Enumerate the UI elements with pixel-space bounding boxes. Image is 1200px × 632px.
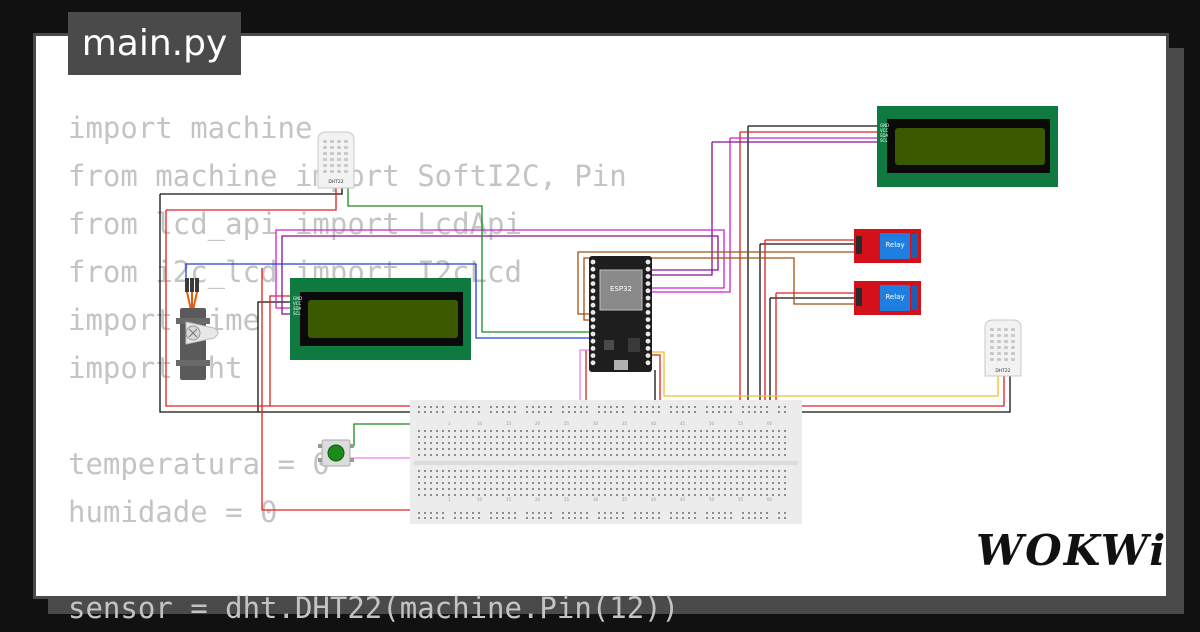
breadboard-col-label: 15 xyxy=(506,497,512,502)
breadboard-col-label: 25 xyxy=(564,497,570,502)
file-tab[interactable]: main.py xyxy=(68,12,241,75)
lcd-pin-label: VCC xyxy=(293,301,302,306)
dht22-right-label: DHT22 xyxy=(995,368,1010,374)
relay-top-label: Relay xyxy=(885,241,904,249)
code-background: import machine from machine import SoftI… xyxy=(68,104,679,632)
breadboard-col-label: 35 xyxy=(622,497,628,502)
breadboard-col-label: 55 xyxy=(738,497,744,502)
esp32-label: ESP32 xyxy=(610,285,632,293)
code-line: temperatura = 0 xyxy=(68,447,330,481)
lcd-pin-label: SDA xyxy=(880,133,889,138)
breadboard-col-label: 10 xyxy=(477,497,483,502)
breadboard-col-label: 40 xyxy=(651,421,657,426)
code-line: from machine import SoftI2C, Pin xyxy=(68,159,627,193)
breadboard-col-label: 45 xyxy=(680,421,686,426)
breadboard-col-label: 50 xyxy=(709,421,715,426)
lcd-pin-label: GND xyxy=(880,123,889,128)
push-button[interactable] xyxy=(318,439,354,467)
breadboard-col-label: 20 xyxy=(535,497,541,502)
code-line: from i2c_lcd import I2cLcd xyxy=(68,255,522,289)
esp32-board[interactable]: ESP32 xyxy=(589,256,652,372)
lcd-pin-label: SDA xyxy=(293,306,302,311)
breadboard-col-label: 20 xyxy=(535,421,541,426)
code-line: from lcd_api import LcdApi xyxy=(68,207,522,241)
breadboard-col-label: 60 xyxy=(767,497,773,502)
breadboard: 1 10 15 20 25 30 35 40 45 50 55 60 1 10 15 20 25 30 35 40 45… xyxy=(410,400,802,524)
lcd-pin-label: GND xyxy=(293,296,302,301)
dht22-sensor-right[interactable]: DHT22 xyxy=(984,319,1022,377)
breadboard-col-label: 30 xyxy=(593,497,599,502)
lcd-pin-label: SCL xyxy=(880,138,888,143)
code-line: import machine xyxy=(68,111,313,145)
relay-module-top[interactable]: Relay xyxy=(854,229,921,263)
breadboard-col-label: 40 xyxy=(651,497,657,502)
code-line: humidade = 0 xyxy=(68,495,278,529)
code-line: import dht xyxy=(68,351,243,385)
wokwi-logo: WOKWi xyxy=(976,526,1168,575)
breadboard-col-label: 30 xyxy=(593,421,599,426)
servo-motor[interactable] xyxy=(176,278,219,380)
breadboard-col-label: 10 xyxy=(477,421,483,426)
breadboard-col-label: 45 xyxy=(680,497,686,502)
relay-bottom-label: Relay xyxy=(885,293,904,301)
lcd-pin-label: SCL xyxy=(293,311,301,316)
lcd-pin-label: VCC xyxy=(880,128,889,133)
breadboard-col-label: 1 xyxy=(448,421,451,426)
relay-module-bottom[interactable]: Relay xyxy=(854,281,921,315)
breadboard-col-label: 35 xyxy=(622,421,628,426)
code-line: sensor = dht.DHT22(machine.Pin(12)) xyxy=(68,591,680,625)
dht22-sensor-left[interactable]: DHT22 xyxy=(317,131,355,189)
breadboard-col-label: 50 xyxy=(709,497,715,502)
breadboard-col-label: 15 xyxy=(506,421,512,426)
breadboard-col-label: 55 xyxy=(738,421,744,426)
breadboard-col-label: 60 xyxy=(767,421,773,426)
dht22-left-label: DHT22 xyxy=(328,179,343,185)
breadboard-col-label: 25 xyxy=(564,421,570,426)
breadboard-col-label: 1 xyxy=(448,497,451,502)
